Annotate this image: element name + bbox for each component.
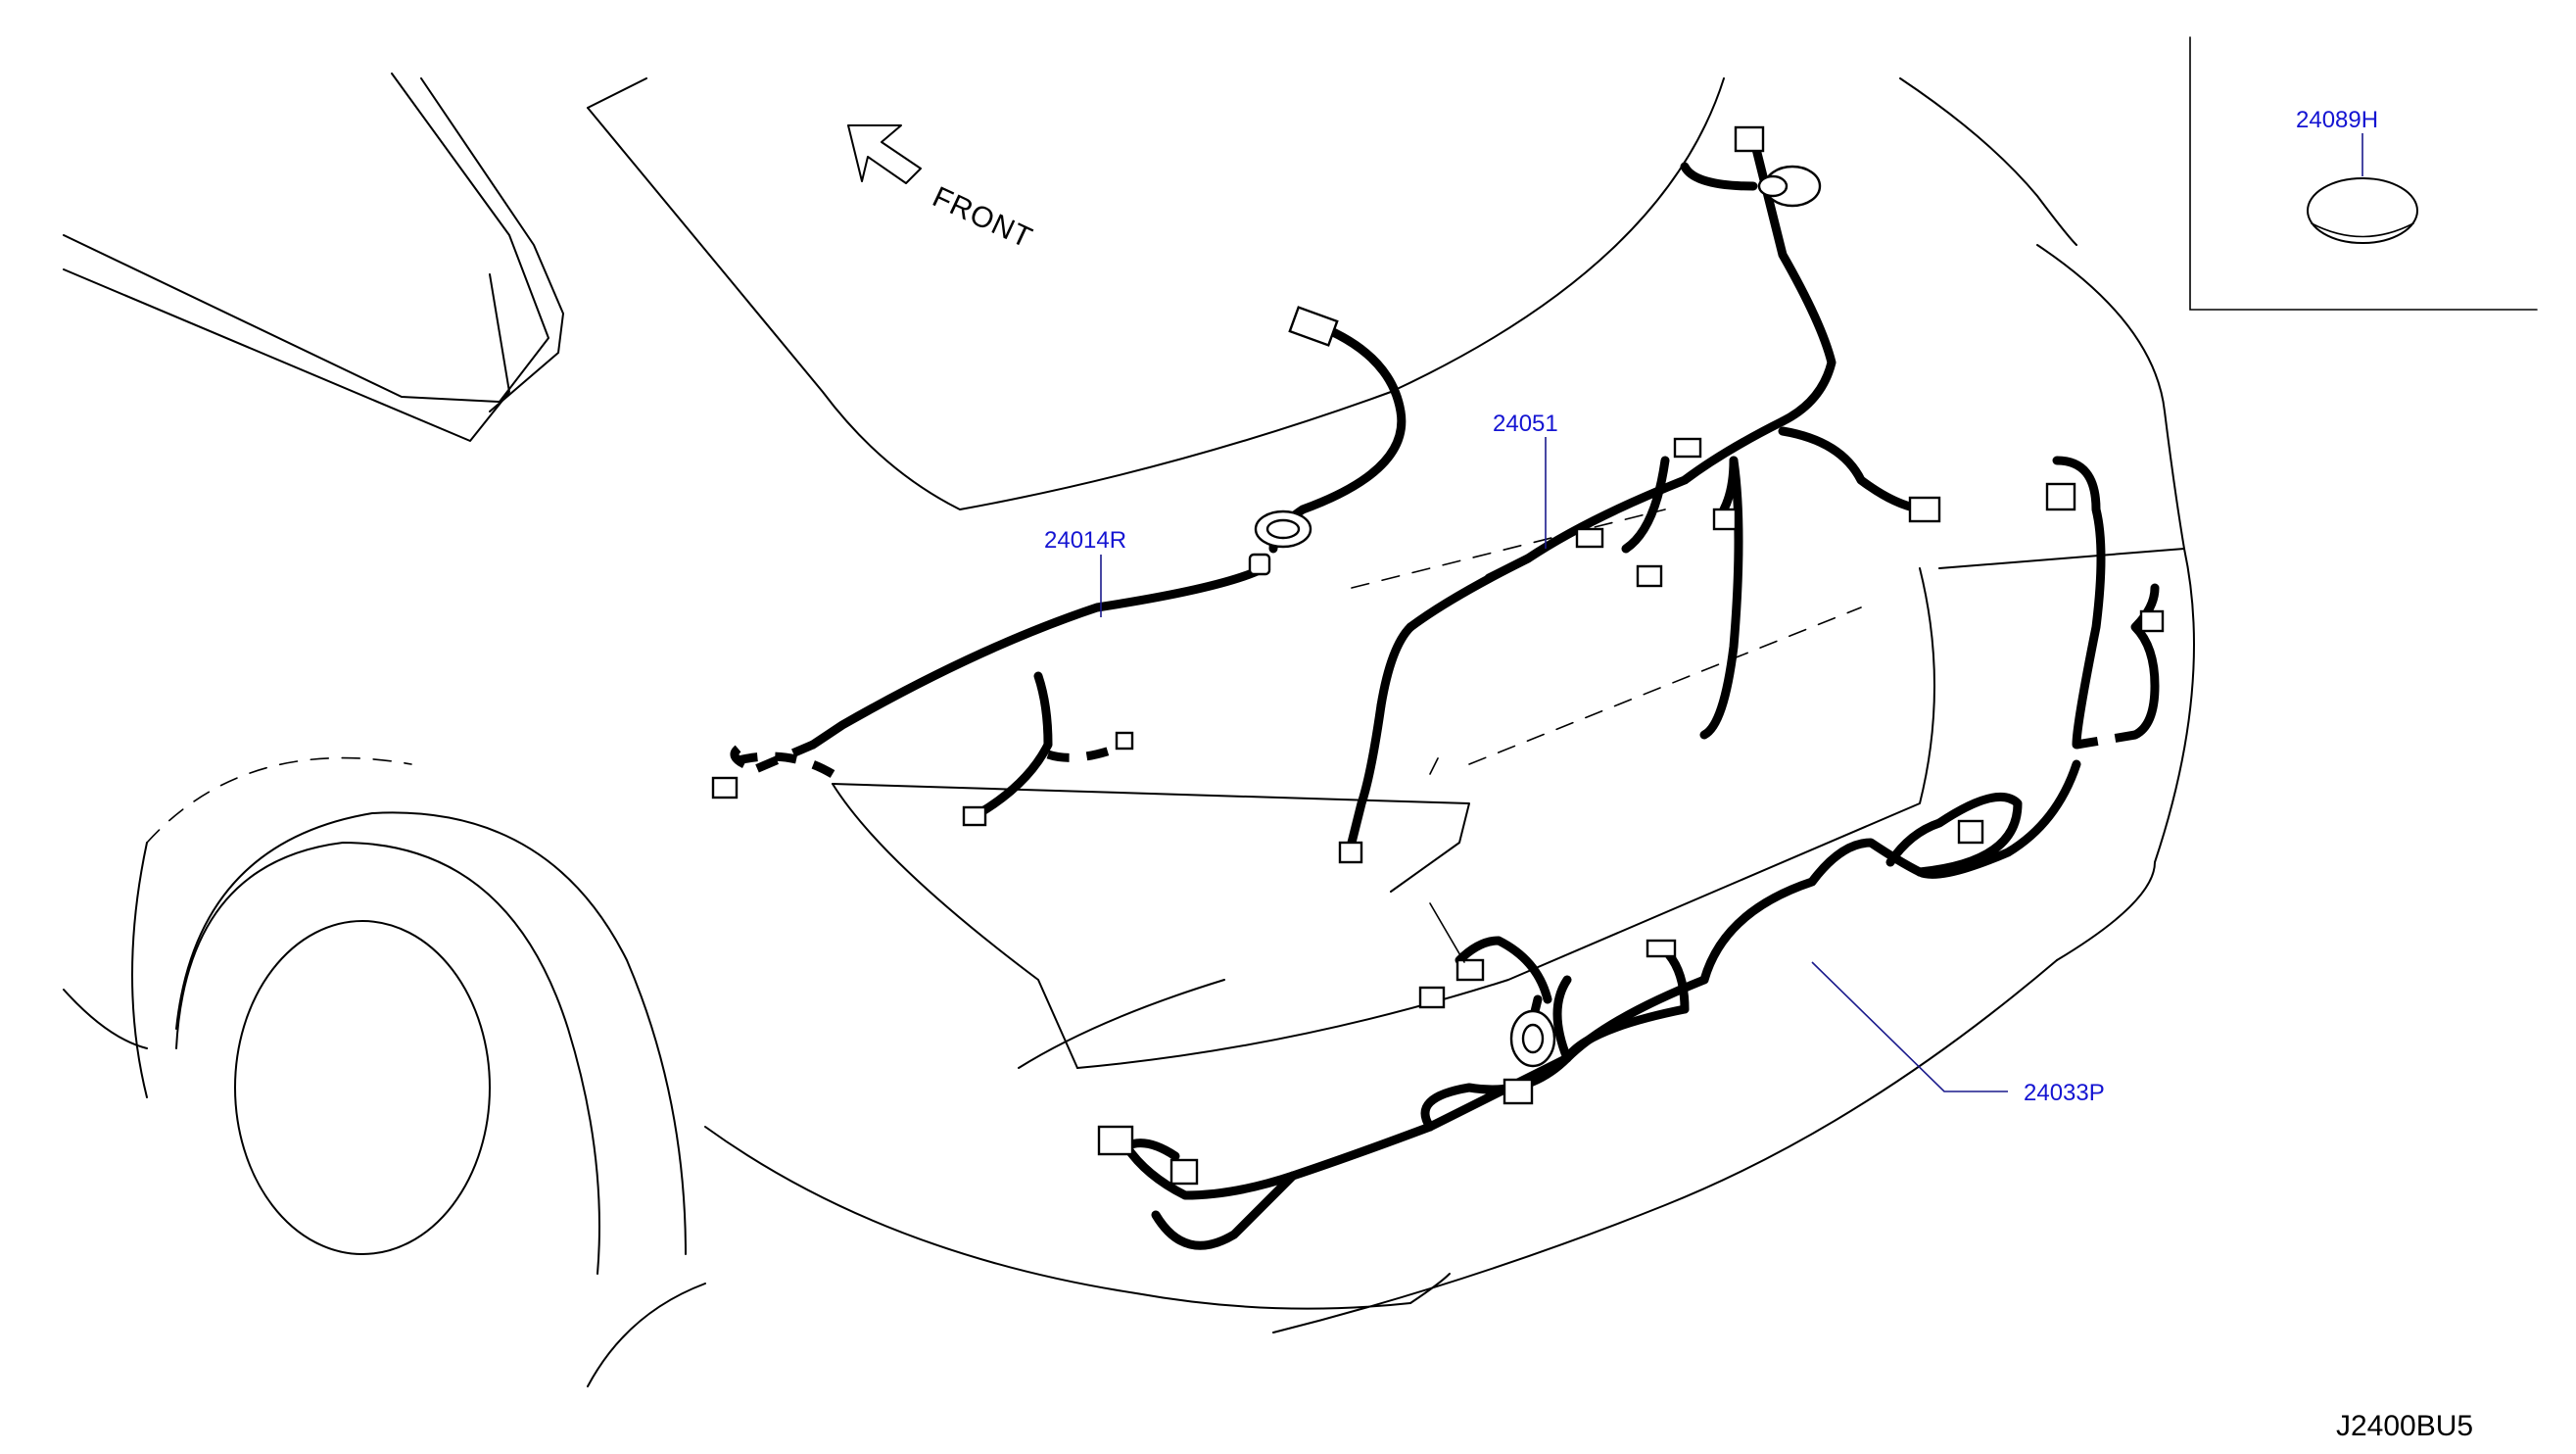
grommet-24051 — [1734, 125, 1822, 208]
connector-24014r-c — [962, 805, 987, 827]
grommet-24089h — [2307, 177, 2418, 244]
vehicle-body-outline — [63, 73, 2195, 1387]
connector-24033p-f — [1418, 986, 1446, 1009]
grommet-24014r — [1248, 509, 1312, 576]
connector-24051-a — [1673, 437, 1702, 459]
connector-24033p-g — [1503, 1078, 1534, 1105]
front-arrow-icon — [847, 124, 922, 184]
connector-24033p-h — [1097, 1125, 1134, 1156]
connector-24033p-c — [1957, 819, 1984, 845]
part-label-24089h: 24089H — [2296, 107, 2378, 133]
connector-24033p-b — [2139, 609, 2165, 633]
part-label-24051: 24051 — [1493, 411, 1558, 437]
connector-24014r-a — [1288, 306, 1339, 347]
front-label: FRONT — [928, 180, 1037, 255]
leader-24033p — [1811, 961, 2008, 1092]
leader-plate — [1429, 902, 1465, 963]
connector-24033p-d — [1646, 939, 1677, 958]
connector-24014r-d — [1115, 731, 1134, 751]
connector-24051-e — [1908, 496, 1941, 523]
part-label-24014r: 24014R — [1044, 527, 1126, 554]
connector-24033p-a — [2045, 482, 2076, 511]
connector-24033p-e — [1455, 958, 1485, 982]
drawing-code: J2400BU5 — [2336, 1410, 2473, 1442]
part-label-24033p: 24033P — [2024, 1080, 2105, 1106]
connector-24051-d — [1712, 508, 1738, 531]
inset-frame — [2189, 36, 2538, 311]
connector-24014r-b — [711, 776, 739, 800]
connector-24051-b — [1575, 527, 1604, 549]
connector-24033p-i — [1169, 1158, 1199, 1186]
connector-24051-f — [1338, 841, 1363, 864]
connector-24051-c — [1636, 564, 1663, 588]
grommet-24033p — [1509, 1009, 1556, 1068]
harness-24051 — [1347, 132, 1934, 848]
